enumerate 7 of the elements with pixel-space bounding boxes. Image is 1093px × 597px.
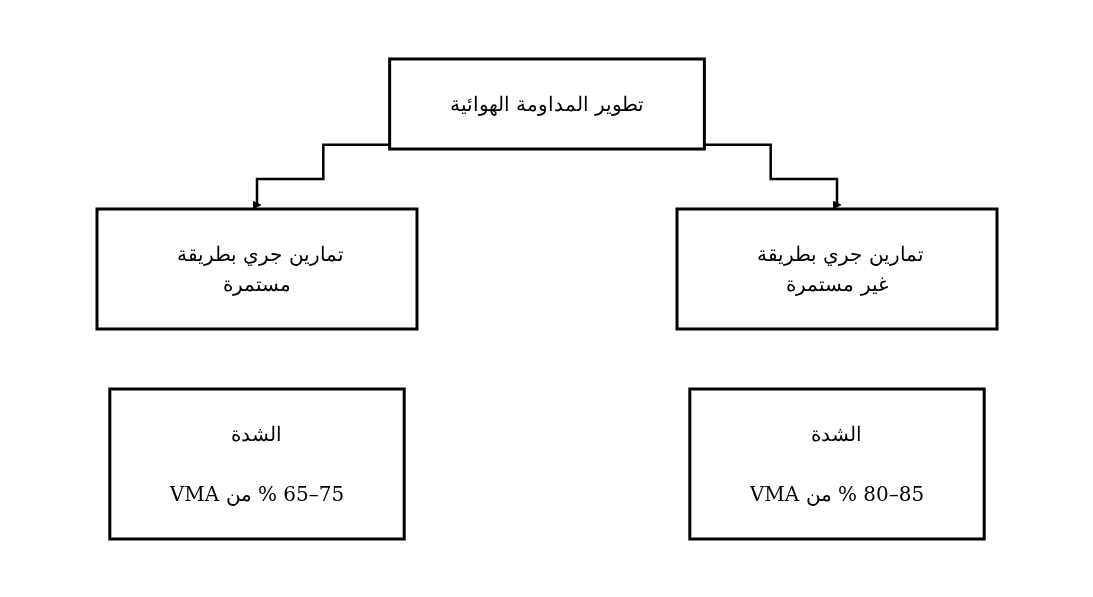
arrow	[703, 142, 841, 209]
node-box: الشدة 80–85 % من VMA	[687, 387, 986, 540]
node-box: تمارين جري بطريقة غير مستمرة	[675, 207, 998, 330]
node-box: تمارين جري بطريقة مستمرة	[95, 207, 418, 330]
node-box: تطوير المداومة الهوائية	[387, 57, 706, 150]
node-box: الشدة 65–75 % من VMA	[107, 387, 406, 540]
arrow	[252, 142, 390, 209]
